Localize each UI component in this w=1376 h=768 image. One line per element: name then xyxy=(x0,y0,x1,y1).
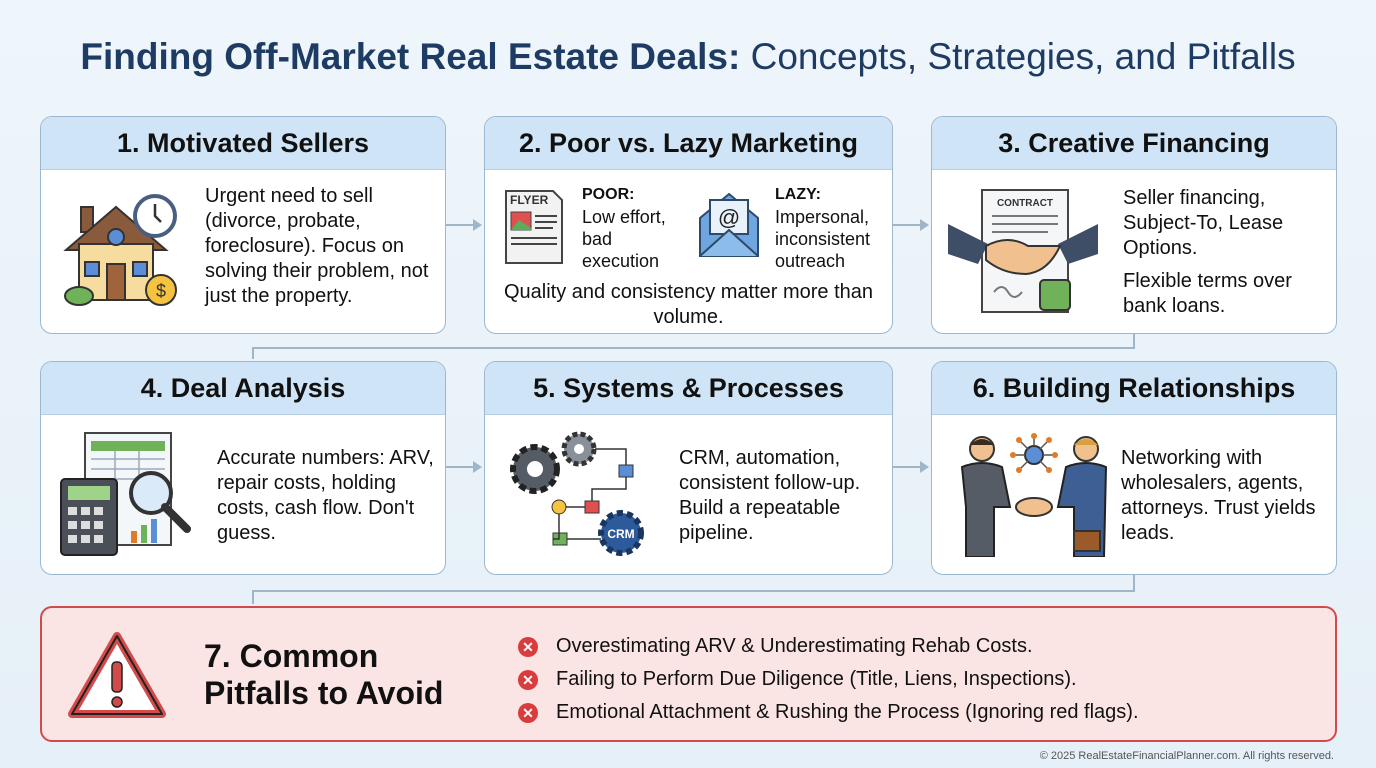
x-circle-icon: ✕ xyxy=(518,669,538,690)
arrow-4-5 xyxy=(446,461,482,473)
card-title: 3. Creative Financing xyxy=(932,117,1336,170)
contract-label: CONTRACT xyxy=(997,198,1053,209)
arrow-1-2 xyxy=(446,219,482,231)
contract-handshake-icon: CONTRACT xyxy=(948,189,1098,313)
lazy-label: LAZY: xyxy=(775,186,821,203)
crm-label: CRM xyxy=(607,527,634,541)
arrow-5-6 xyxy=(893,461,929,473)
pitfall-item: ✕ Failing to Perform Due Diligence (Title… xyxy=(518,663,1139,696)
title-rest: Concepts, Strategies, and Pitfalls xyxy=(740,36,1296,77)
lazy-text: Impersonal, inconsistent outreach xyxy=(775,207,871,271)
svg-text:$: $ xyxy=(156,281,166,301)
card-summary: Quality and consistency matter more than… xyxy=(503,281,874,328)
handshake-network-icon xyxy=(960,433,1108,557)
warning-triangle-icon xyxy=(68,632,166,718)
pitfall-text: Overestimating ARV & Underestimating Reh… xyxy=(556,635,1033,657)
flyer-label: FLYER xyxy=(510,193,549,207)
calculator-spreadsheet-icon xyxy=(60,432,191,556)
card-title: 1. Motivated Sellers xyxy=(41,117,445,170)
house-clock-coin-icon: $ xyxy=(63,194,177,306)
connector-3-4-down xyxy=(252,347,254,359)
arrow-2-3 xyxy=(893,219,929,231)
card-motivated-sellers: 1. Motivated Sellers $ Urgent need to se… xyxy=(40,116,446,334)
pitfalls-title: 7. Common Pitfalls to Avoid xyxy=(204,638,444,711)
connector-3-4 xyxy=(1133,334,1135,348)
page-title: Finding Off-Market Real Estate Deals: Co… xyxy=(0,36,1376,78)
card-creative-financing: 3. Creative Financing CONTRACT Seller fi… xyxy=(931,116,1337,334)
title-bold: Finding Off-Market Real Estate Deals: xyxy=(80,36,741,77)
flyer-icon: FLYER xyxy=(505,190,563,264)
pitfall-item: ✕ Emotional Attachment & Rushing the Proc… xyxy=(518,696,1139,729)
card-marketing: 2. Poor vs. Lazy Marketing FLYER POOR: Lo… xyxy=(484,116,893,334)
card-text: Networking with wholesalers, agents, att… xyxy=(1121,447,1316,544)
card-text: Urgent need to sell (divorce, probate, f… xyxy=(205,185,429,307)
connector-6-7 xyxy=(1133,575,1135,591)
connector-3-4-horizontal xyxy=(252,347,1135,349)
email-envelope-icon: @ xyxy=(699,192,759,257)
card-deal-analysis: 4. Deal Analysis Accurate numbers: ARV, … xyxy=(40,361,446,575)
poor-label: POOR: xyxy=(582,186,635,203)
poor-text: Low effort, bad execution xyxy=(582,207,666,271)
x-circle-icon: ✕ xyxy=(518,702,538,723)
card-text: Accurate numbers: ARV, repair costs, hol… xyxy=(217,447,434,544)
connector-6-7-down xyxy=(252,590,254,604)
pitfalls-list: ✕ Overestimating ARV & Underestimating Re… xyxy=(518,630,1139,729)
card-title: 2. Poor vs. Lazy Marketing xyxy=(485,117,892,170)
connector-6-7-horizontal xyxy=(252,590,1135,592)
x-circle-icon: ✕ xyxy=(518,636,538,657)
card-text: CRM, automation, consistent follow-up. B… xyxy=(679,447,861,544)
pitfall-text: Emotional Attachment & Rushing the Proce… xyxy=(556,701,1139,723)
card-text-2: Flexible terms over bank loans. xyxy=(1123,270,1292,317)
card-title: 6. Building Relationships xyxy=(932,362,1336,415)
card-building-relationships: 6. Building Relationships Networking wit… xyxy=(931,361,1337,575)
card-title: 4. Deal Analysis xyxy=(41,362,445,415)
copyright-footer: © 2025 RealEstateFinancialPlanner.com. A… xyxy=(1039,750,1334,762)
pitfalls-panel: 7. Common Pitfalls to Avoid ✕ Overestimat… xyxy=(40,606,1337,742)
svg-text:@: @ xyxy=(718,205,740,230)
pitfall-text: Failing to Perform Due Diligence (Title,… xyxy=(556,668,1077,690)
card-title: 5. Systems & Processes xyxy=(485,362,892,415)
card-systems-processes: 5. Systems & Processes CRM CRM, automati… xyxy=(484,361,893,575)
pitfall-item: ✕ Overestimating ARV & Underestimating Re… xyxy=(518,630,1139,663)
gears-workflow-icon: CRM xyxy=(510,431,644,556)
card-text: Seller financing, Subject-To, Lease Opti… xyxy=(1123,187,1284,259)
